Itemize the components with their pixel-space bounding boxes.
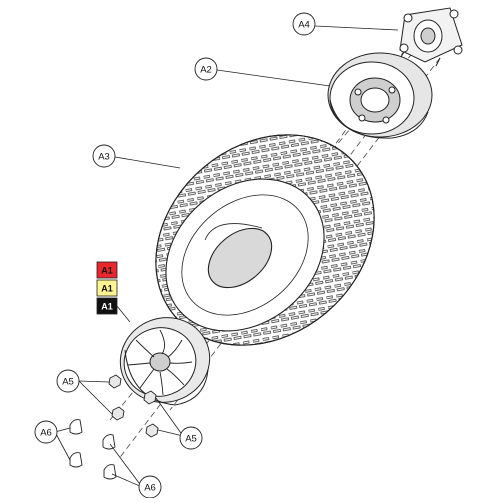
callout-a3-label: A3 — [98, 152, 110, 163]
callout-a5-upper-label: A5 — [62, 377, 74, 388]
color-key-red: A1 — [96, 261, 118, 279]
callout-a6-left-label: A6 — [40, 428, 52, 439]
color-key-black-label: A1 — [101, 302, 113, 312]
outer-rim-a1 — [119, 317, 211, 406]
leader-lines — [54, 25, 399, 488]
callout-a6-bottom-label: A6 — [144, 483, 156, 494]
callout-a5-lower: A5 — [179, 426, 203, 450]
tire-a3 — [155, 134, 375, 346]
callout-a5-upper: A5 — [56, 369, 80, 393]
color-key-red-label: A1 — [101, 266, 113, 276]
color-key-black: A1 — [96, 297, 118, 315]
color-key-yellow: A1 — [96, 279, 118, 297]
callout-a4: A4 — [292, 12, 316, 36]
color-key-yellow-label: A1 — [101, 284, 113, 294]
callout-a2: A2 — [194, 57, 218, 81]
callout-a6-bottom: A6 — [138, 475, 162, 499]
callout-a4-label: A4 — [298, 20, 310, 31]
lug-nuts-a5 — [108, 374, 159, 438]
inner-rim-a2 — [327, 52, 433, 139]
hub-flange-a4 — [398, 7, 463, 67]
callout-a5-lower-label: A5 — [185, 434, 197, 445]
callout-a6-left: A6 — [34, 420, 58, 444]
callout-a2-label: A2 — [200, 65, 212, 76]
lug-caps-a6 — [69, 419, 117, 480]
callout-a3: A3 — [92, 144, 116, 168]
color-key: A1 A1 A1 — [96, 261, 118, 315]
